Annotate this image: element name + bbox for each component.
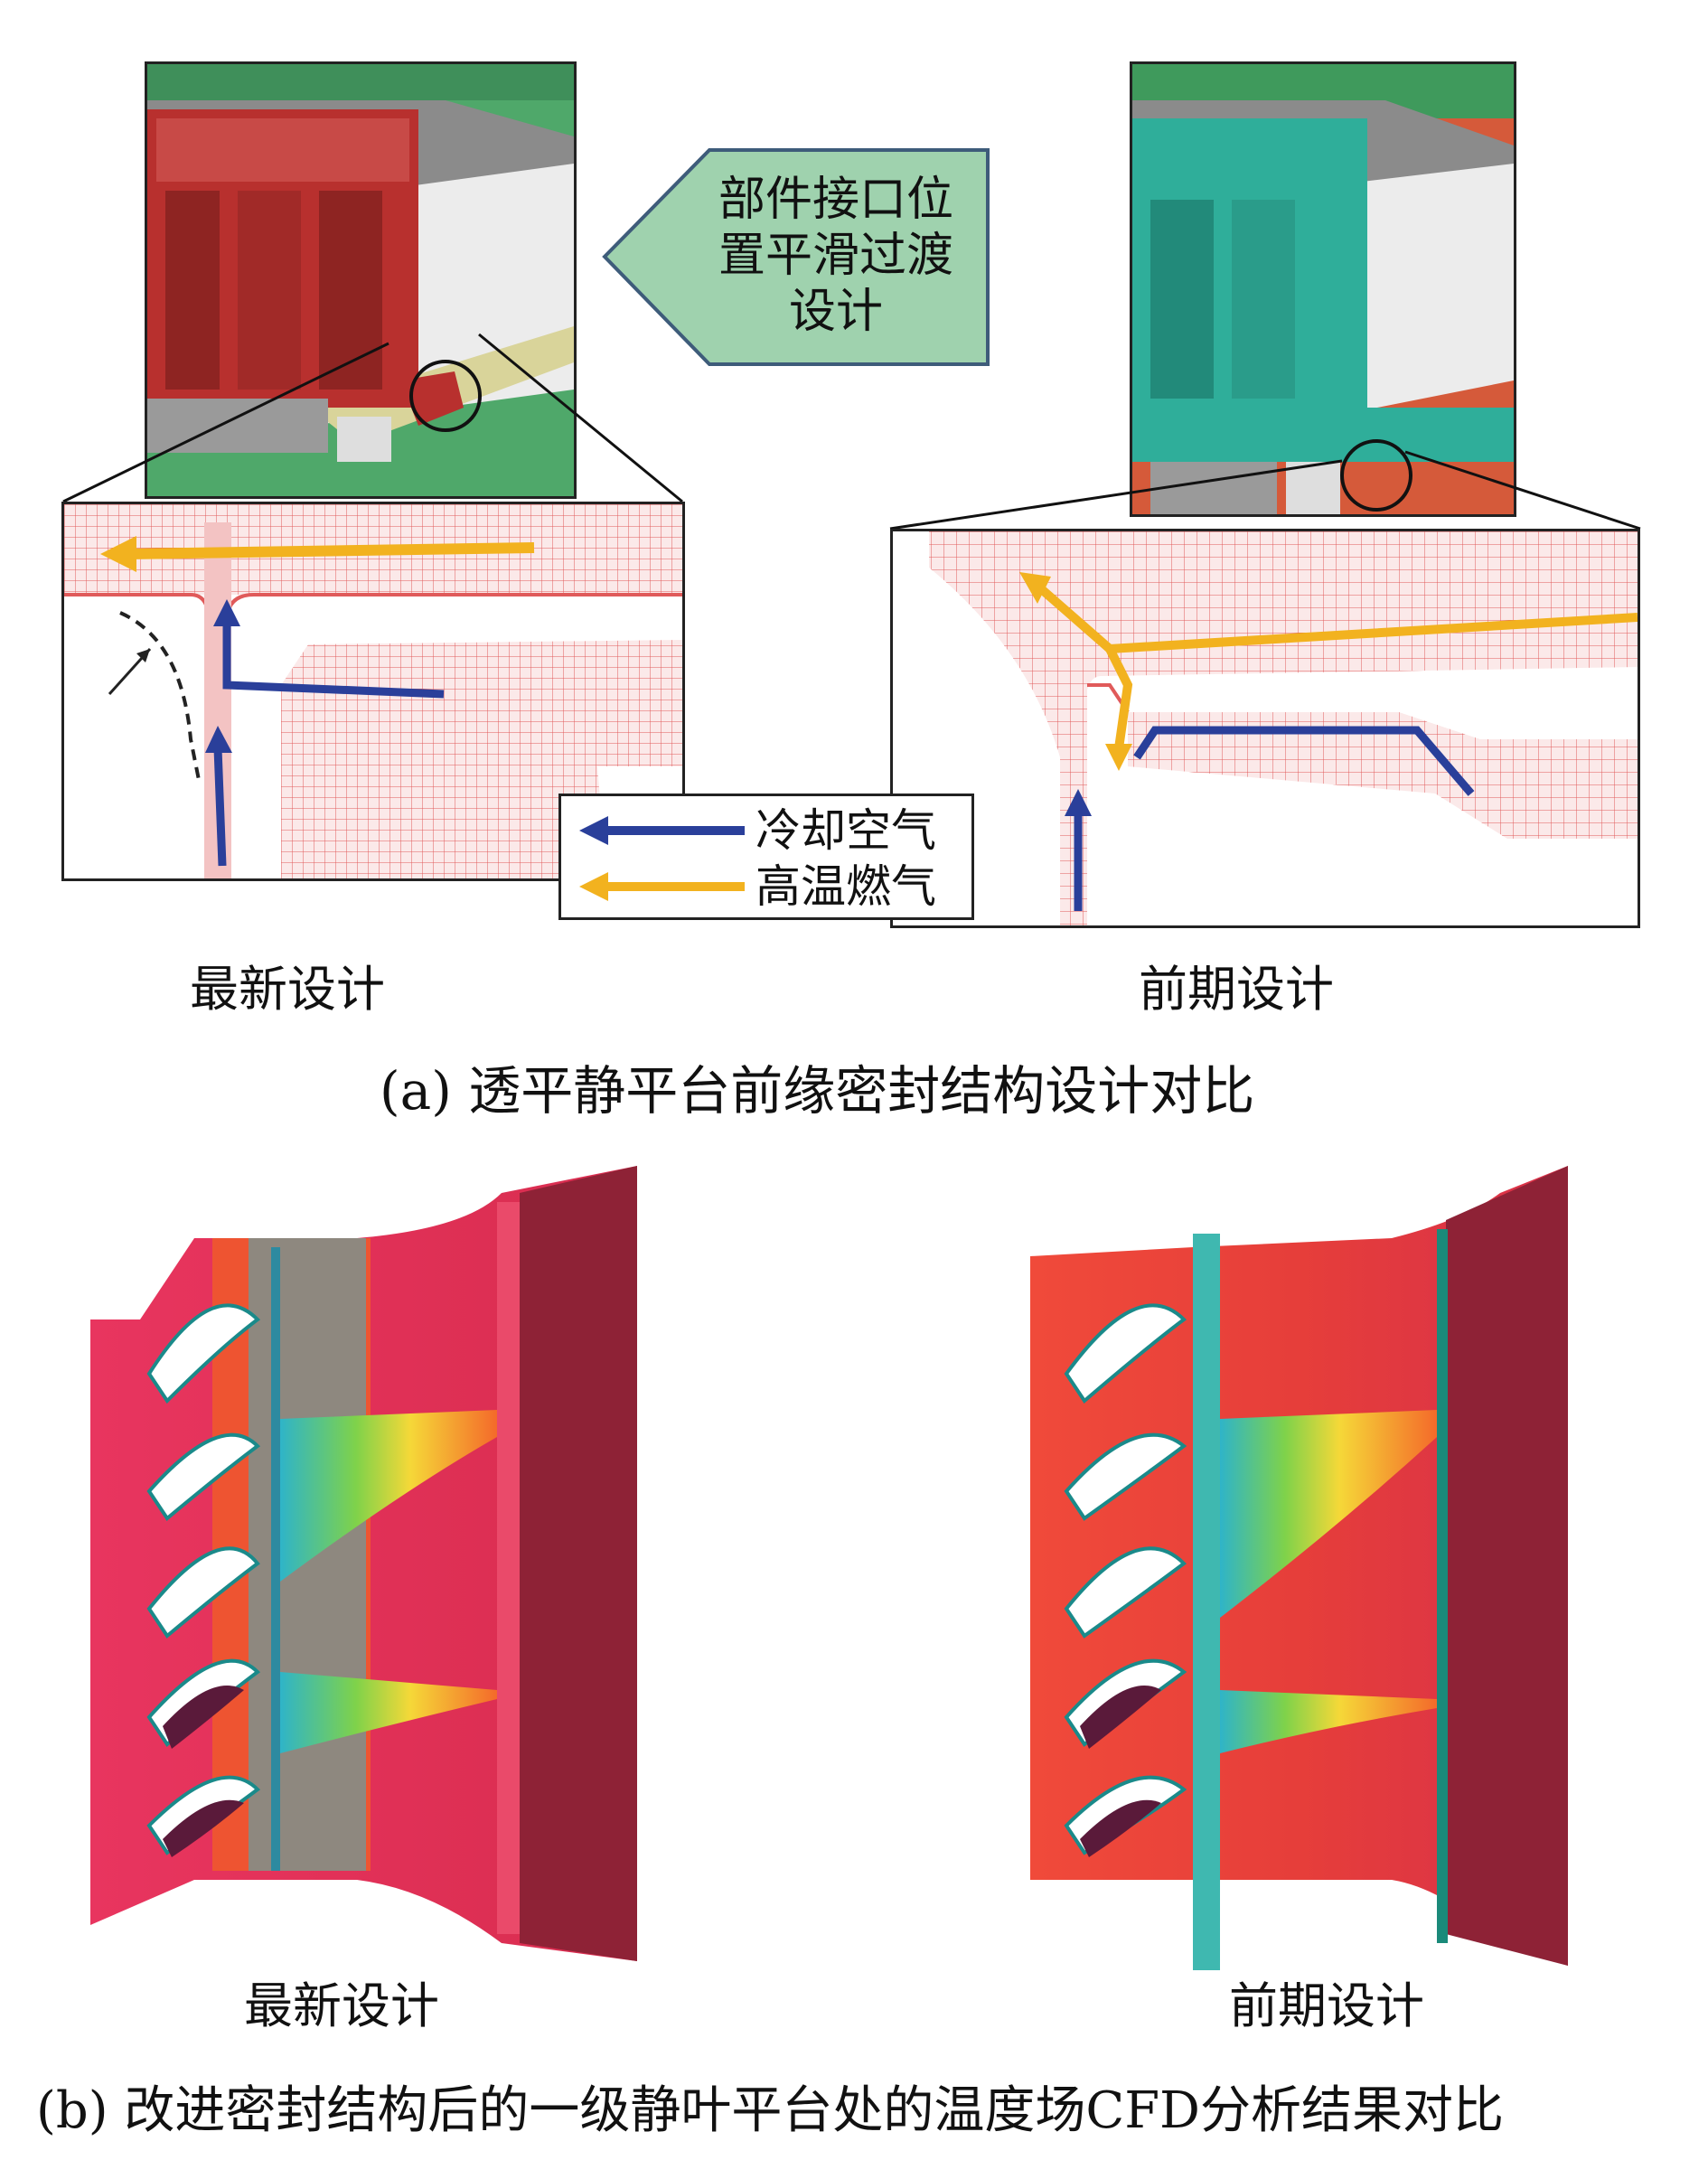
panel-a-left-caption: 最新设计 <box>190 961 385 1018</box>
callout-line-3: 设计 <box>788 285 883 339</box>
legend-label-cooling-air: 冷却空气 <box>755 804 936 857</box>
panel-b-right-caption: 前期设计 <box>1229 1977 1424 2034</box>
callout-line-1: 部件接口位 <box>718 173 953 227</box>
callout-box: 部件接口位 置平滑过渡 设计 <box>601 146 991 368</box>
hot-gas-arrow-icon <box>579 872 745 901</box>
legend-item-cooling-air: 冷却空气 <box>570 803 968 858</box>
legend-item-hot-gas: 高温燃气 <box>570 859 968 914</box>
panel-b-left-caption: 最新设计 <box>244 1977 439 2034</box>
new-design-model-image <box>145 61 577 499</box>
old-design-model-image <box>1130 61 1516 517</box>
callout-line-2: 置平滑过渡 <box>718 229 953 283</box>
new-design-mesh-detail <box>61 502 685 881</box>
panel-a-subtitle: (a) 透平静平台前缘密封结构设计对比 <box>380 1060 1255 1122</box>
cooling-air-arrow-icon <box>579 816 745 845</box>
flow-legend: 冷却空气 高温燃气 <box>558 794 974 920</box>
legend-label-hot-gas: 高温燃气 <box>755 860 936 913</box>
old-design-cfd-image <box>1030 1166 1572 1970</box>
panel-a-right-caption: 前期设计 <box>1139 961 1334 1018</box>
new-design-cfd-image <box>86 1166 642 1966</box>
old-design-mesh-detail <box>890 529 1640 928</box>
panel-b-subtitle: (b) 改进密封结构后的一级静叶平台处的温度场CFD分析结果对比 <box>36 2081 1504 2140</box>
